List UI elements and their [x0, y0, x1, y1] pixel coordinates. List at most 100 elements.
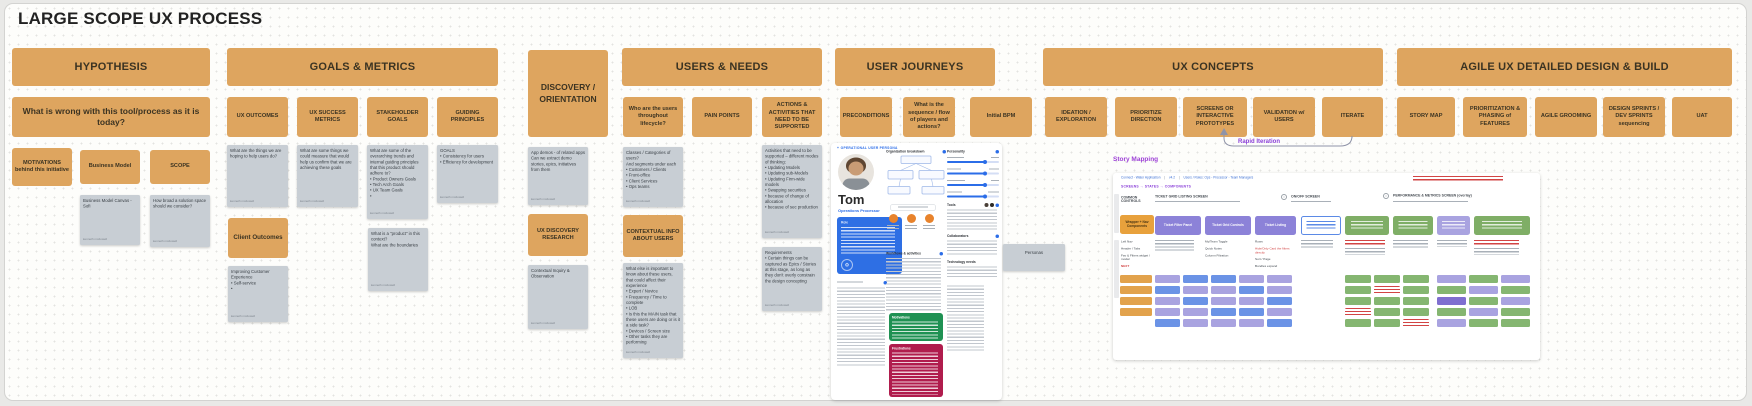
component-chip[interactable]: [1211, 275, 1236, 283]
state-card-lavender[interactable]: [1437, 216, 1470, 235]
component-chip[interactable]: [1267, 319, 1292, 327]
component-chip[interactable]: [1469, 286, 1498, 294]
card-who-users[interactable]: Who are the users throughout lifecycle?: [623, 97, 683, 137]
chips-performance[interactable]: [1437, 275, 1533, 330]
state-card-green-3[interactable]: [1474, 216, 1530, 235]
card-stakeholder-goals[interactable]: STAKEHOLDER GOALS: [367, 97, 428, 137]
card-prioritization-phasing[interactable]: PRIORITIZATION & PHASING of FEATURES: [1463, 97, 1527, 137]
card-agile-grooming[interactable]: AGILE GROOMING: [1535, 97, 1597, 137]
sticky-guiding[interactable]: GOALS • Consistency for users • Efficien…: [437, 145, 498, 203]
card-ideation[interactable]: IDEATION / EXPLORATION: [1045, 97, 1107, 137]
component-chip[interactable]: [1183, 297, 1208, 305]
sticky-user-classes[interactable]: Classes / Categories of users? And segme…: [623, 147, 683, 207]
component-chip[interactable]: [1374, 319, 1400, 327]
state-card-grid-controls[interactable]: Ticket Grid Controls: [1205, 216, 1251, 235]
component-chip[interactable]: [1211, 319, 1236, 327]
section-goals-header[interactable]: GOALS & METRICS: [227, 48, 498, 86]
component-chip[interactable]: [1183, 319, 1208, 327]
chips-onoff[interactable]: [1345, 275, 1432, 330]
sticky-scope-question[interactable]: How broad a solution space should we con…: [150, 195, 210, 247]
component-chip[interactable]: [1345, 275, 1371, 283]
section-hypothesis-header[interactable]: HYPOTHESIS: [12, 48, 210, 86]
sticky-business-model-canvas[interactable]: Business Model Canvas - Sofi kenneth mcd…: [80, 195, 140, 245]
card-ux-outcomes[interactable]: UX OUTCOMES: [227, 97, 288, 137]
component-chip[interactable]: [1403, 275, 1429, 283]
component-chip[interactable]: [1469, 319, 1498, 327]
sticky-stakeholder[interactable]: What are some of the overarching trends …: [367, 145, 428, 219]
component-chip[interactable]: [1403, 319, 1429, 327]
component-chip[interactable]: [1345, 308, 1371, 316]
component-chip[interactable]: [1501, 319, 1530, 327]
component-chip[interactable]: [1437, 286, 1466, 294]
component-chip[interactable]: [1437, 297, 1466, 305]
card-screens-prototypes[interactable]: SCREENS OR INTERACTIVE PROTOTYPES: [1183, 97, 1247, 137]
component-chip[interactable]: [1267, 286, 1292, 294]
component-chip[interactable]: [1239, 286, 1264, 294]
component-chip[interactable]: [1239, 319, 1264, 327]
component-chip[interactable]: [1183, 275, 1208, 283]
component-chip[interactable]: [1155, 286, 1180, 294]
component-chip[interactable]: [1183, 308, 1208, 316]
card-actions-activities[interactable]: ACTIONS & ACTIVITIES THAT NEED TO BE SUP…: [762, 97, 822, 137]
card-story-map[interactable]: STORY MAP: [1397, 97, 1455, 137]
component-chip[interactable]: [1501, 286, 1530, 294]
component-chip[interactable]: [1345, 286, 1371, 294]
card-preconditions[interactable]: PRECONDITIONS: [840, 97, 892, 137]
story-mapping-label[interactable]: Story Mapping: [1113, 156, 1158, 163]
sticky-product-definition[interactable]: What is a "product" in this context? Wha…: [368, 228, 428, 291]
card-pain-points[interactable]: PAIN POINTS: [692, 97, 752, 137]
component-chip[interactable]: [1403, 286, 1429, 294]
component-chip[interactable]: [1120, 275, 1152, 283]
chips-ticket-grid[interactable]: [1155, 275, 1295, 330]
component-chip[interactable]: [1155, 319, 1180, 327]
chips-common[interactable]: [1120, 275, 1155, 319]
sticky-improving-cx[interactable]: Improving Customer Experience • Self-ser…: [228, 266, 288, 322]
state-card-blue[interactable]: [1301, 216, 1341, 235]
card-scope[interactable]: SCOPE: [150, 150, 210, 184]
component-chip[interactable]: [1345, 319, 1371, 327]
component-chip[interactable]: [1155, 275, 1180, 283]
card-validation[interactable]: VALIDATION w/ USERS: [1253, 97, 1315, 137]
sticky-personas[interactable]: Personas: [1003, 244, 1065, 271]
component-chip[interactable]: [1403, 297, 1429, 305]
hypothesis-question-card[interactable]: What is wrong with this tool/process as …: [12, 97, 210, 137]
card-prioritize[interactable]: PRIORITIZE DIRECTION: [1115, 97, 1177, 137]
card-ux-success-metrics[interactable]: UX SUCCESS METRICS: [297, 97, 358, 137]
sticky-ux-outcomes[interactable]: What are the things we are hoping to hel…: [227, 145, 288, 207]
state-card-ticket-listing[interactable]: Ticket Listing: [1255, 216, 1296, 235]
component-chip[interactable]: [1374, 275, 1400, 283]
card-business-model[interactable]: Business Model: [80, 150, 140, 184]
component-chip[interactable]: [1211, 297, 1236, 305]
rail-card[interactable]: Wrapper + Nav Components: [1120, 215, 1154, 234]
card-sequence-flow[interactable]: What is the sequence / flow of players a…: [903, 97, 955, 137]
section-agile-header[interactable]: AGILE UX DETAILED DESIGN & BUILD: [1397, 48, 1732, 86]
component-chip[interactable]: [1211, 308, 1236, 316]
component-chip[interactable]: [1374, 308, 1400, 316]
component-chip[interactable]: [1437, 275, 1466, 283]
component-chip[interactable]: [1469, 297, 1498, 305]
card-ux-discovery-research[interactable]: UX DISCOVERY RESEARCH: [528, 214, 588, 256]
component-chip[interactable]: [1345, 297, 1371, 305]
component-chip[interactable]: [1374, 286, 1400, 294]
component-chip[interactable]: [1501, 275, 1530, 283]
component-chip[interactable]: [1267, 297, 1292, 305]
board-title[interactable]: LARGE SCOPE UX PROCESS: [18, 9, 263, 28]
component-chip[interactable]: [1501, 297, 1530, 305]
component-chip[interactable]: [1183, 286, 1208, 294]
state-card-filter-panel[interactable]: Ticket Filter Panel: [1155, 216, 1201, 235]
state-card-green-2[interactable]: [1393, 216, 1433, 235]
sticky-contextual-inquiry[interactable]: Contextual Inquiry & Observation kenneth…: [528, 265, 588, 329]
card-contextual-info[interactable]: CONTEXTUAL INFO ABOUT USERS: [623, 215, 683, 257]
persona-card[interactable]: OPERATIONAL USER PERSONA Tom Operations …: [831, 143, 1002, 400]
rapid-iteration-label[interactable]: Rapid Iteration: [1236, 139, 1283, 145]
component-chip[interactable]: [1403, 308, 1429, 316]
card-iterate[interactable]: ITERATE: [1322, 97, 1383, 137]
state-card-green-1[interactable]: [1345, 216, 1389, 235]
sticky-ux-success[interactable]: What are some things we could measure th…: [297, 145, 358, 207]
component-chip[interactable]: [1155, 297, 1180, 305]
component-chip[interactable]: [1211, 286, 1236, 294]
component-chip[interactable]: [1120, 286, 1152, 294]
sticky-requirements[interactable]: Requirements • Certain things can be cap…: [762, 247, 822, 311]
card-guiding-principles[interactable]: GUIDING PRINCIPLES: [437, 97, 498, 137]
section-users-header[interactable]: USERS & NEEDS: [622, 48, 822, 86]
